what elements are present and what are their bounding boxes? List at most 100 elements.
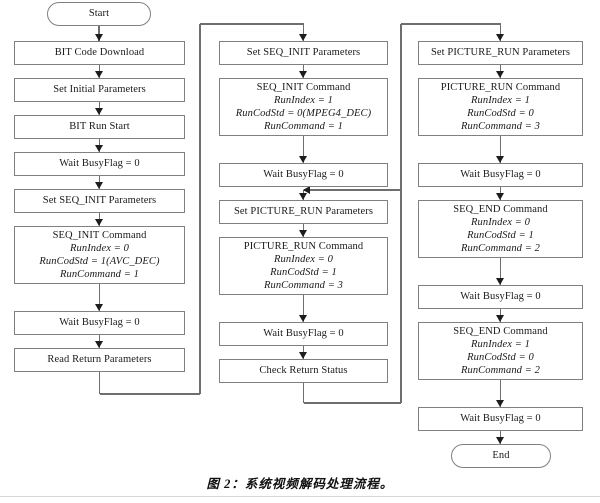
arrowhead-down-icon — [496, 156, 504, 163]
node-title: Set PICTURE_RUN Parameters — [233, 206, 374, 218]
flow-node-wait-busyflag-3: Wait BusyFlag = 0 — [219, 163, 388, 187]
flow-node-check-return-status: Check Return Status — [219, 359, 388, 383]
arrowhead-down-icon — [496, 400, 504, 407]
node-parameter: RunCommand = 3 — [263, 280, 344, 292]
arrowhead-down-icon — [94, 34, 103, 41]
arrowhead-into-set-picture-run-parameters-1 — [299, 193, 307, 200]
flow-node-set-picture-run-parameters-1: Set PICTURE_RUN Parameters — [219, 200, 388, 224]
node-parameter: RunIndex = 1 — [273, 94, 334, 106]
flow-node-wait-busyflag-6: Wait BusyFlag = 0 — [418, 285, 583, 309]
connector-col3-top — [401, 23, 501, 25]
connector-col1-down — [98, 372, 101, 394]
figure-caption: 图 2：系统视频解码处理流程。 — [206, 477, 394, 491]
connector-vertical — [98, 284, 101, 311]
node-title: Check Return Status — [259, 365, 348, 377]
node-parameter: RunCommand = 3 — [460, 121, 541, 133]
arrowhead-down-icon — [95, 341, 103, 348]
connector-vertical — [302, 136, 305, 163]
node-parameter: RunIndex = 1 — [470, 94, 531, 106]
arrowhead-down-icon — [95, 182, 103, 189]
node-parameter: RunCodStd = 0 — [467, 108, 534, 119]
node-title: Wait BusyFlag = 0 — [460, 169, 541, 181]
arrowhead-down-icon — [95, 71, 103, 78]
connector-vertical — [302, 295, 305, 322]
arrowhead-down-icon — [299, 315, 307, 322]
node-title: Wait BusyFlag = 0 — [59, 158, 140, 170]
flow-node-set-initial-parameters: Set Initial Parameters — [14, 78, 185, 102]
node-parameter: RunCodStd = 1 — [270, 267, 337, 278]
node-parameter: RunCommand = 2 — [460, 365, 541, 377]
flow-node-wait-busyflag-2: Wait BusyFlag = 0 — [14, 311, 185, 335]
node-parameter: RunCommand = 1 — [59, 269, 140, 281]
arrowhead-down-icon — [299, 230, 307, 237]
node-title: Wait BusyFlag = 0 — [263, 169, 344, 181]
connector-col3-up — [400, 24, 402, 403]
node-title: Wait BusyFlag = 0 — [460, 413, 541, 425]
node-title: BIT Code Download — [54, 47, 145, 59]
node-title: Set PICTURE_RUN Parameters — [430, 47, 571, 59]
arrowhead-into-set-picture-run-parameters-2 — [496, 34, 504, 41]
node-parameter: RunCommand = 2 — [460, 243, 541, 255]
connector-col2-down — [302, 383, 305, 403]
flow-node-wait-busyflag-5: Wait BusyFlag = 0 — [418, 163, 583, 187]
node-parameter: RunIndex = 1 — [470, 338, 531, 350]
flow-node-read-return-parameters: Read Return Parameters — [14, 348, 185, 372]
connector-vertical — [499, 380, 502, 407]
arrowhead-down-icon — [95, 108, 103, 115]
arrowhead-down-icon — [496, 315, 504, 322]
arrowhead-down-icon — [299, 352, 307, 359]
node-title: Wait BusyFlag = 0 — [263, 328, 344, 340]
node-parameter: RunIndex = 0 — [273, 253, 334, 265]
flow-node-wait-busyflag-4: Wait BusyFlag = 0 — [219, 322, 388, 346]
flow-node-set-seq-init-parameters-1: Set SEQ_INIT Parameters — [14, 189, 185, 213]
node-title: End — [492, 450, 510, 462]
connector-col2-right — [303, 402, 401, 404]
connector-vertical — [499, 258, 502, 285]
node-title: Set SEQ_INIT Parameters — [246, 47, 361, 59]
node-parameter: RunCommand = 1 — [263, 121, 344, 133]
connector-col3-down — [499, 24, 502, 41]
arrowhead-down-icon — [95, 304, 103, 311]
connector-vertical — [499, 136, 502, 163]
arrowhead-into-set-seq-init-parameters-2 — [299, 34, 307, 41]
node-title: Wait BusyFlag = 0 — [460, 291, 541, 303]
node-parameter: RunCodStd = 0 — [467, 352, 534, 363]
arrowhead-down-icon — [95, 219, 103, 226]
arrowhead-down-icon — [496, 193, 504, 200]
node-parameter: RunCodStd = 1 — [467, 230, 534, 241]
node-title: Start — [88, 8, 110, 20]
node-parameter: RunCodStd = 0(MPEG4_DEC) — [235, 108, 372, 119]
node-parameter: RunIndex = 0 — [470, 216, 531, 228]
connector-feedback-to-col2 — [303, 189, 401, 191]
node-parameter: RunCodStd = 1(AVC_DEC) — [39, 256, 160, 267]
arrowhead-feedback-left-icon — [302, 185, 310, 194]
node-title: Wait BusyFlag = 0 — [59, 317, 140, 329]
connector-col1-to-col2 — [200, 23, 304, 25]
connector-col1-right — [99, 393, 200, 395]
flow-node-wait-busyflag-7: Wait BusyFlag = 0 — [418, 407, 583, 431]
node-title: SEQ_END Command — [453, 203, 548, 215]
arrowhead-down-icon — [299, 156, 307, 163]
node-title: SEQ_END Command — [453, 325, 548, 337]
arrowhead-down-icon — [496, 71, 504, 78]
node-title: PICTURE_RUN Command — [243, 240, 364, 252]
connector-col1-up — [199, 24, 201, 394]
node-title: Read Return Parameters — [47, 354, 152, 366]
flow-node-bit-run-start: BIT Run Start — [14, 115, 185, 139]
node-title: Set SEQ_INIT Parameters — [42, 195, 157, 207]
node-title: Set Initial Parameters — [53, 84, 146, 96]
connector-col2-down — [302, 24, 305, 41]
flow-node-set-picture-run-parameters-2: Set PICTURE_RUN Parameters — [418, 41, 583, 65]
node-title: PICTURE_RUN Command — [440, 81, 561, 93]
flow-node-wait-busyflag-1: Wait BusyFlag = 0 — [14, 152, 185, 176]
flow-node-end: End — [451, 444, 551, 468]
arrowhead-down-icon — [496, 437, 504, 444]
node-parameter: RunIndex = 0 — [69, 242, 130, 254]
